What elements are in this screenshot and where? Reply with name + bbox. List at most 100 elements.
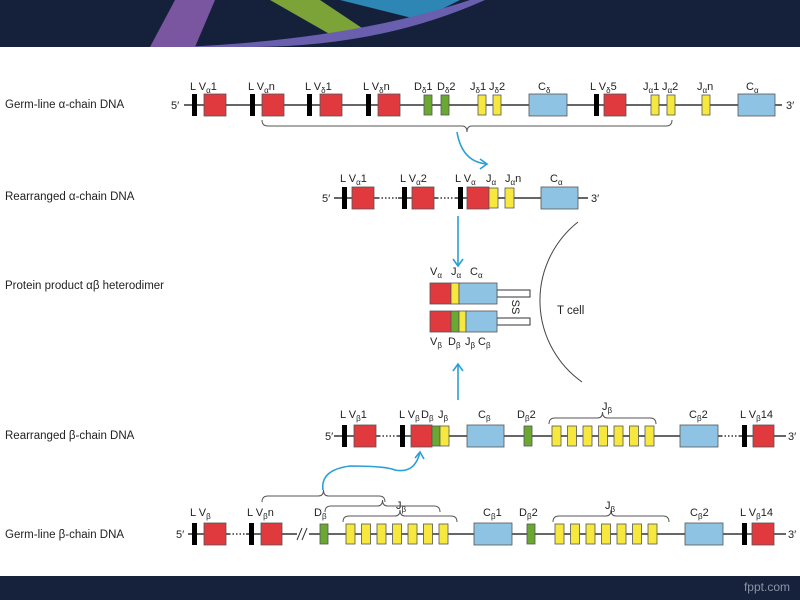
protein-label: Vα: [430, 266, 442, 280]
j-segment: [629, 425, 639, 447]
leader-segment: [742, 523, 747, 545]
gene-label: Cβ2: [690, 507, 709, 521]
j-segment: [407, 523, 418, 545]
gene-label: Jαn: [697, 81, 713, 95]
j-segment: [361, 523, 371, 545]
recombination-arrow: [321, 451, 421, 491]
gene-label: L Vβ14: [740, 409, 773, 423]
j-segment: [488, 187, 499, 209]
three-prime-end: 3′: [788, 431, 796, 443]
j-segment: [701, 94, 711, 116]
c-segment: [540, 186, 579, 210]
gene-label: L Vβ: [399, 409, 420, 423]
leader-segment: [402, 187, 407, 209]
j-segment: [616, 523, 627, 545]
alpha-chain-domain: [450, 282, 460, 305]
gene-label: Cβ: [478, 409, 491, 423]
beta-chain-domain: [450, 310, 460, 333]
j-segment: [376, 523, 387, 545]
v-segment: [203, 93, 227, 117]
t-cell-membrane: [539, 221, 583, 383]
gene-label: L Vβ: [190, 507, 211, 521]
j-segment: [666, 94, 676, 116]
j-segment: [438, 523, 449, 545]
j-segment: [392, 523, 402, 545]
disulfide-bond-label: SS: [509, 300, 521, 315]
gene-label: Cα: [746, 81, 759, 95]
c-segment: [737, 93, 776, 117]
recombination-arrow-head: [479, 158, 489, 170]
v-segment: [377, 93, 401, 117]
five-prime-end: 5′: [176, 529, 184, 541]
j-segment: [650, 94, 660, 116]
slide-header-banner: [0, 0, 800, 47]
gene-label: Jβ: [605, 500, 616, 514]
gene-label: L Vα1: [190, 81, 217, 95]
v-segment: [603, 93, 627, 117]
protein-label: Jβ: [465, 336, 476, 350]
gene-label: L Vαn: [248, 81, 275, 95]
row-title-protein: Protein product αβ heterodimer: [5, 280, 164, 292]
bracket: [548, 411, 657, 425]
gene-label: Cβ1: [483, 507, 502, 521]
j-segment: [601, 523, 611, 545]
alpha-chain-stem: [496, 289, 531, 298]
transcription-translation-arrow-head: [452, 362, 464, 372]
v-segment: [261, 93, 285, 117]
three-prime-end: 3′: [591, 193, 599, 205]
gene-label: Dβ: [421, 409, 434, 423]
beta-chain-domain: [465, 310, 498, 333]
leader-segment: [342, 425, 347, 447]
j-segment: [345, 523, 356, 545]
j-segment: [598, 425, 608, 447]
leader-segment: [742, 425, 747, 447]
j-segment: [647, 523, 658, 545]
beta-chain-domain: [429, 310, 452, 333]
row-title-rearranged-beta: Rearranged β-chain DNA: [5, 430, 135, 442]
beta-chain-stem: [496, 317, 531, 326]
gene-label: L Vδ1: [305, 81, 332, 95]
v-segment: [751, 522, 775, 546]
j-segment: [551, 425, 562, 447]
leader-segment: [250, 94, 255, 116]
gene-label: Dβ2: [517, 409, 536, 423]
j-segment: [554, 523, 565, 545]
v-segment: [203, 522, 227, 546]
j-segment: [567, 425, 577, 447]
gene-label: Cδ: [538, 81, 551, 95]
j-segment: [504, 187, 515, 209]
row-title-germline-alpha: Germ-line α-chain DNA: [5, 99, 124, 111]
v-segment: [351, 186, 375, 210]
gene-label: Jδ2: [489, 81, 505, 95]
gene-label: L Vβ1: [340, 409, 367, 423]
row-title-germline-beta: Germ-line β-chain DNA: [5, 529, 124, 541]
row-title-rearranged-alpha: Rearranged α-chain DNA: [5, 191, 135, 203]
gene-label: Dβ2: [519, 507, 538, 521]
j-segment: [585, 523, 596, 545]
d-segment: [423, 94, 433, 116]
three-prime-end: 3′: [788, 529, 796, 541]
gene-label: L Vβn: [247, 507, 274, 521]
gene-label: L Vα: [455, 173, 476, 187]
gene-label: L Vδ5: [590, 81, 617, 95]
protein-label: Cα: [470, 266, 483, 280]
j-segment: [582, 425, 593, 447]
d-segment: [440, 94, 450, 116]
c-segment: [679, 424, 719, 448]
gene-label: Dδ1: [414, 81, 433, 95]
protein-label: Vβ: [430, 336, 442, 350]
v-segment: [752, 424, 775, 448]
d-segment: [431, 425, 441, 447]
gene-label: Jα2: [662, 81, 678, 95]
bracket: [261, 489, 386, 503]
j-segment: [632, 523, 642, 545]
c-segment: [466, 424, 505, 448]
v-segment: [466, 186, 490, 210]
watermark: fppt.com: [743, 580, 790, 594]
v-segment: [411, 186, 435, 210]
leader-segment: [192, 94, 197, 116]
leader-segment: [307, 94, 312, 116]
five-prime-end: 5′: [325, 431, 333, 443]
beta-chain-domain: [458, 310, 467, 333]
c-segment: [684, 522, 724, 546]
